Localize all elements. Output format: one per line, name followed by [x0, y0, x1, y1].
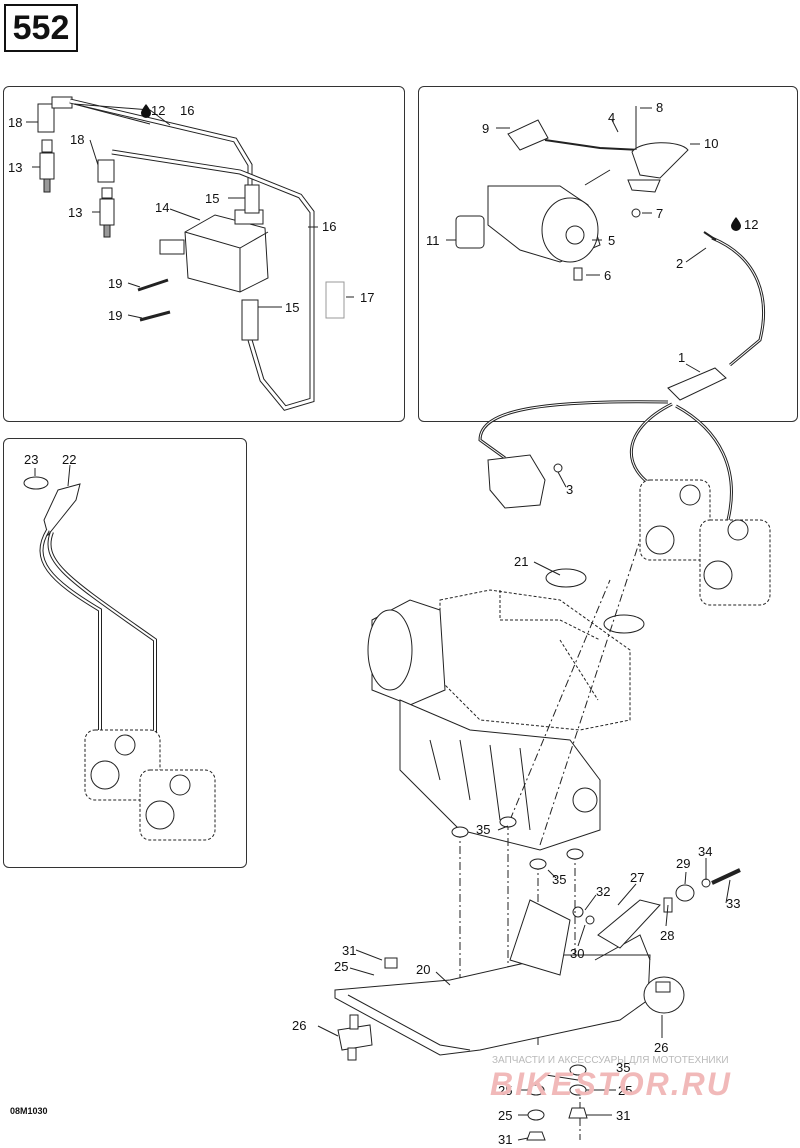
ignition-callouts: 18 12 16 13 18 15 13 14 16 19 17 15 19	[8, 103, 374, 323]
callout-13: 13	[8, 160, 22, 175]
switch-bracket	[487, 454, 546, 509]
callout-35: 35	[616, 1060, 630, 1075]
oil-drop-icon	[141, 104, 151, 118]
callout-26: 26	[654, 1040, 668, 1055]
oil-pump-seal	[23, 476, 49, 490]
rubber-mount-left	[337, 1024, 373, 1051]
callout-8: 8	[656, 100, 663, 115]
callout-13: 13	[68, 205, 82, 220]
watermark-logo: BIKESTOR.RU	[490, 1066, 732, 1102]
callout-1: 1	[678, 350, 685, 365]
ignition-coil	[184, 214, 269, 293]
callout-16: 16	[180, 103, 194, 118]
callout-18: 18	[70, 132, 84, 147]
callout-19: 19	[108, 308, 122, 323]
callout-11: 11	[426, 233, 440, 248]
engine-callouts: 1 3 21 35 35 29 34 27 32 33 28 30 31 25 …	[292, 350, 740, 1147]
coil-screw-lower	[139, 310, 171, 322]
callout-3: 3	[566, 482, 573, 497]
callout-15: 15	[285, 300, 299, 315]
callout-6: 6	[604, 268, 611, 283]
support-bracket	[509, 899, 571, 976]
callout-4: 4	[608, 110, 615, 125]
carburetor-clamp-upper	[545, 568, 587, 588]
callout-26: 26	[292, 1018, 306, 1033]
callout-20: 20	[416, 962, 430, 977]
oil-pump-drawing	[23, 464, 216, 841]
spark-plug-cap-upper	[37, 103, 55, 133]
callout-21: 21	[514, 554, 528, 569]
wire-connector	[667, 367, 727, 401]
callout-31: 31	[342, 943, 356, 958]
callout-9: 9	[482, 121, 489, 136]
throttle-drawing	[446, 106, 765, 367]
engine-drawing	[317, 363, 771, 1141]
callout-18: 18	[8, 115, 22, 130]
callout-16: 16	[322, 219, 336, 234]
callout-12: 12	[744, 217, 758, 232]
callout-7: 7	[656, 206, 663, 221]
callout-28: 28	[660, 928, 674, 943]
callout-35: 35	[552, 872, 566, 887]
callout-25: 25	[618, 1083, 632, 1098]
callout-25: 25	[498, 1108, 512, 1123]
ignition-drawing	[26, 96, 354, 411]
watermark-text: ЗАПЧАСТИ И АКСЕССУАРЫ ДЛЯ МОТОТЕХНИКИ	[492, 1055, 729, 1066]
callout-25: 25	[498, 1083, 512, 1098]
figure-code: 08M1030	[10, 1106, 48, 1116]
oil-pump-panel	[3, 438, 247, 868]
mount-bolt	[711, 868, 741, 885]
callout-14: 14	[155, 200, 169, 215]
protective-sleeve	[325, 281, 345, 319]
housing-cover	[455, 215, 485, 249]
callout-10: 10	[704, 136, 718, 151]
callout-32: 32	[596, 884, 610, 899]
callout-31: 31	[498, 1132, 512, 1147]
engine-cylinder-head	[439, 589, 631, 731]
throttle-callouts: 8 9 4 10 7 11 5 12 2 6	[426, 100, 758, 283]
callout-27: 27	[630, 870, 644, 885]
rubber-mount-right	[643, 976, 685, 1014]
coil-screw-upper	[137, 278, 169, 292]
spark-plug-lower	[101, 187, 113, 199]
exhaust-bracket	[597, 899, 661, 949]
page-number: 552	[4, 4, 78, 52]
throttle-panel	[418, 86, 798, 422]
callout-15: 15	[205, 191, 219, 206]
ignition-panel	[3, 86, 405, 422]
callout-35: 35	[476, 822, 490, 837]
callout-34: 34	[698, 844, 712, 859]
spark-plug-cap-lower	[97, 159, 115, 183]
oil-pump-cable-end	[43, 483, 81, 537]
callout-22: 22	[62, 452, 76, 467]
engine-support-plate	[334, 954, 651, 1056]
callout-25: 25	[334, 959, 348, 974]
spark-plug-upper	[41, 139, 53, 153]
callout-33: 33	[726, 896, 740, 911]
callout-17: 17	[360, 290, 374, 305]
engine-crankcase	[399, 699, 601, 851]
throttle-lever	[631, 142, 689, 179]
oil-drop-icon	[731, 217, 741, 231]
callout-23: 23	[24, 452, 38, 467]
callout-29: 29	[676, 856, 690, 871]
carburetor-clamp-lower	[603, 614, 645, 634]
callout-2: 2	[676, 256, 683, 271]
oil-pump-callouts: 23 22	[24, 452, 76, 467]
callout-31: 31	[616, 1108, 630, 1123]
callout-30: 30	[570, 946, 584, 961]
throttle-switch	[507, 119, 549, 151]
callout-5: 5	[608, 233, 615, 248]
callout-19: 19	[108, 276, 122, 291]
callout-12: 12	[151, 103, 165, 118]
